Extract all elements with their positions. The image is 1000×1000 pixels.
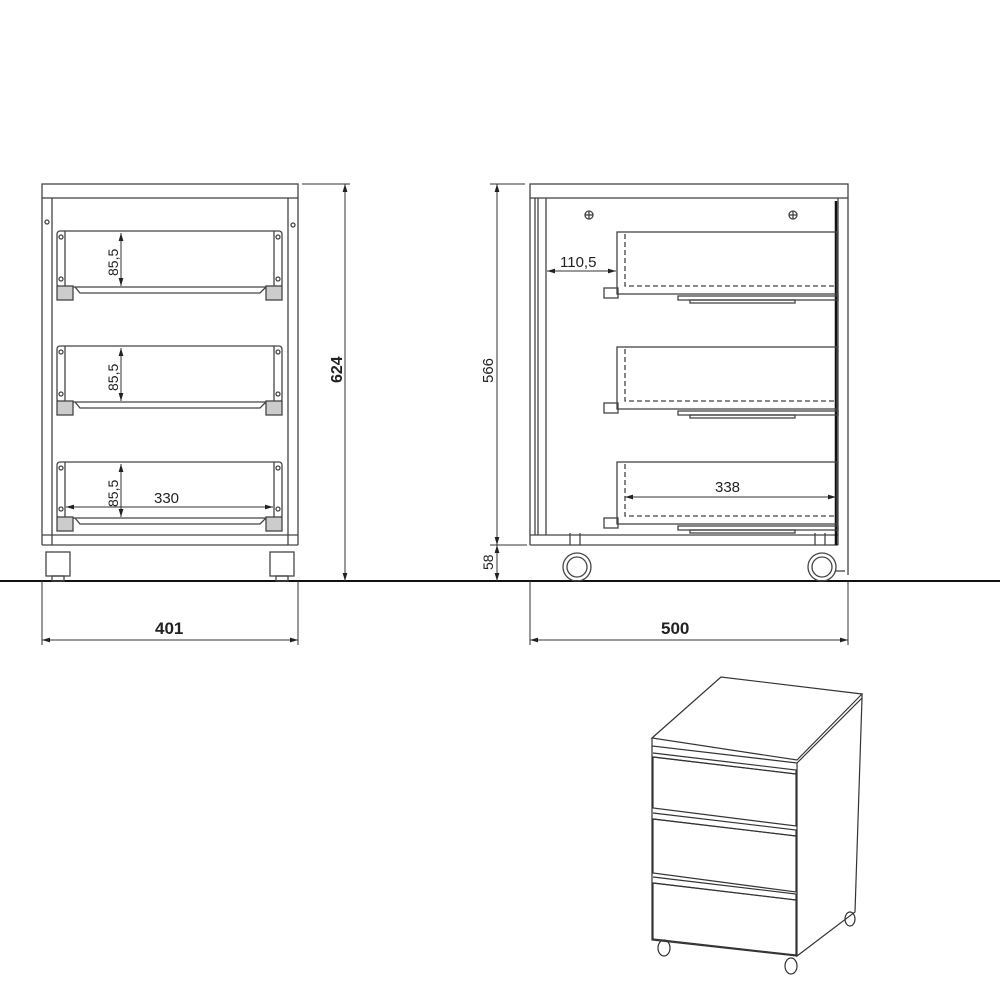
- side-view: [529, 183, 849, 582]
- side-total-depth: 500: [661, 619, 689, 638]
- front-inner-width: 330: [154, 490, 179, 507]
- caster-left: [562, 533, 592, 582]
- iso-view: [650, 676, 864, 975]
- front-drawer-height-1: 85,5: [105, 249, 121, 276]
- front-drawer-height-2: 85,5: [105, 364, 121, 391]
- front-drawer-1: [56, 230, 283, 301]
- front-total-width: 401: [155, 619, 183, 638]
- side-body-height: 566: [480, 358, 497, 383]
- front-drawer-3: [56, 461, 283, 532]
- front-dimensions: [41, 183, 350, 645]
- side-drawer-2: [603, 346, 839, 419]
- side-drawer-3: [603, 461, 839, 534]
- side-drawer-1: [603, 231, 839, 304]
- front-total-height: 624: [329, 356, 346, 383]
- front-drawer-2: [56, 345, 283, 416]
- side-dimensions: [490, 183, 849, 645]
- front-drawer-height-3: 85,5: [105, 480, 121, 507]
- side-drawer-offset: 110,5: [560, 254, 596, 271]
- side-drawer-depth: 338: [715, 479, 740, 496]
- caster-right: [807, 533, 845, 582]
- front-view: [41, 183, 299, 582]
- side-caster-height: 58: [480, 554, 496, 570]
